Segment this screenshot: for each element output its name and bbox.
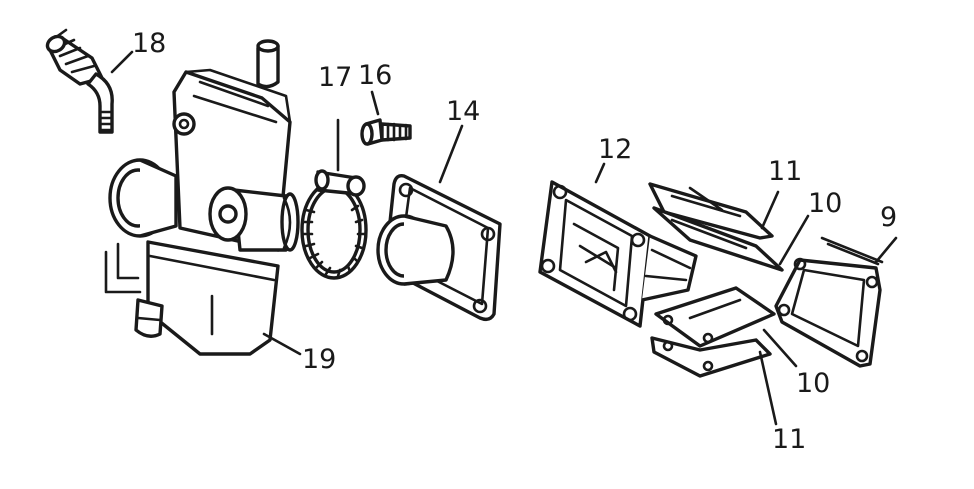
label-16: 16 [358,60,392,91]
part-16-bolt [360,90,412,146]
label-14: 14 [446,96,480,127]
label-18: 18 [132,28,166,59]
part-10-reed-petal-top [652,206,810,272]
part-11-reed-stop-bottom [650,336,778,426]
label-11-top: 11 [768,156,802,187]
part-9-gasket [774,236,898,368]
part-19-carburetor [104,39,302,356]
label-12: 12 [598,134,632,165]
label-10-top: 10 [808,188,842,219]
label-17: 17 [318,62,352,93]
part-11-reed-stop-top [648,182,780,240]
label-9: 9 [880,202,897,233]
part-18-hose-fitting [45,28,134,134]
part-17-hose-clamp [300,118,368,280]
part-10-reed-petal-bottom [654,286,798,368]
part-12-reed-block [538,162,698,328]
label-11-bottom: 11 [772,424,806,455]
label-10-bottom: 10 [796,368,830,399]
label-19: 19 [302,344,336,375]
part-14-intake-manifold [376,124,502,322]
